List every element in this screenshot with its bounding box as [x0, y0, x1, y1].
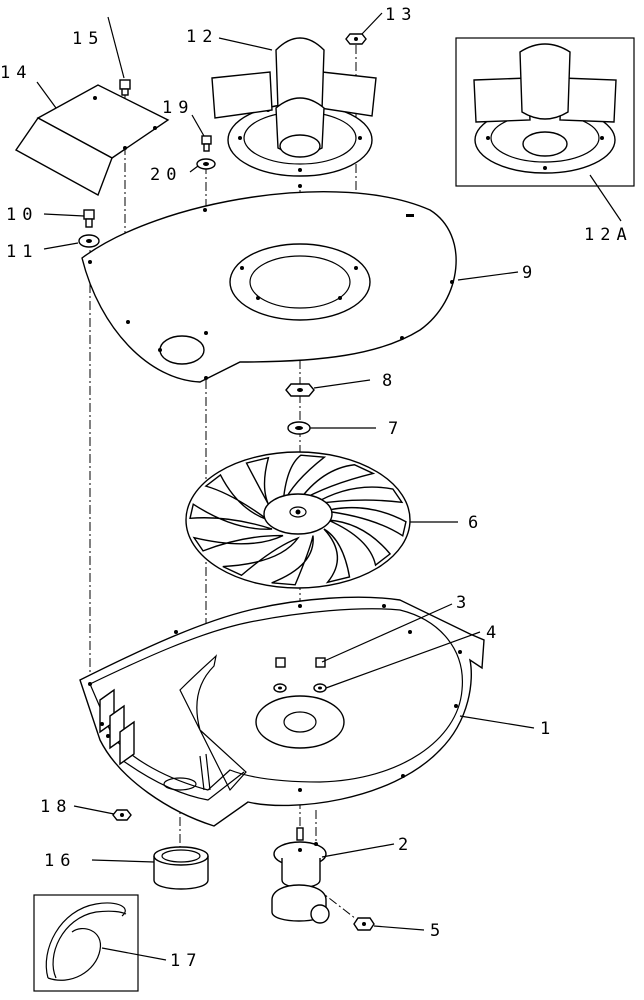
impeller-blade: [327, 519, 392, 567]
callout-6: 6: [468, 513, 484, 533]
impeller-blade: [189, 503, 273, 530]
callout-11: 11: [6, 242, 38, 262]
callout-15: 15: [72, 29, 104, 49]
callout-16: 16: [44, 851, 76, 871]
callout-10: 10: [6, 205, 38, 225]
impeller-blade: [297, 464, 376, 503]
part-2-motor: [271, 827, 330, 924]
part-7-washer: [287, 421, 311, 435]
callout-3: 3: [456, 593, 472, 613]
impeller-blade: [271, 535, 314, 586]
callout-4: 4: [486, 623, 502, 643]
impeller-blade: [323, 506, 407, 537]
impeller-blade: [204, 473, 269, 521]
part-11-washer: [78, 234, 100, 248]
callout-18: 18: [40, 797, 72, 817]
part-15-bolt: [119, 79, 131, 96]
part-18-nut: [112, 809, 132, 821]
part-4-washers: [273, 683, 327, 693]
part-19-bolt: [201, 135, 212, 152]
callout-14: 14: [0, 63, 32, 83]
impeller-blade: [245, 456, 273, 512]
callout-17: 17: [170, 951, 202, 971]
inset-12a-alt-spout: [455, 37, 635, 187]
impeller-blade: [312, 486, 404, 506]
impeller-blade: [192, 534, 284, 552]
impeller-blade: [282, 454, 327, 505]
callout-12: 12: [186, 27, 218, 47]
callout-8: 8: [382, 371, 398, 391]
part-14-cover-plate: [14, 84, 170, 197]
part-8-nut: [285, 383, 315, 397]
part-16-bearing: [153, 846, 209, 890]
callout-1: 1: [540, 719, 556, 739]
callout-12a: 12A: [584, 225, 633, 245]
callout-13: 13: [385, 5, 417, 25]
callout-7: 7: [388, 419, 404, 439]
part-20-washer: [196, 158, 216, 170]
callout-5: 5: [430, 921, 446, 941]
part-3-bolts: [275, 657, 326, 668]
part-6-impeller: [185, 451, 411, 589]
impeller-blade: [323, 528, 351, 584]
part-9-top-plate: [81, 184, 457, 383]
part-1-lower-housing: [79, 596, 485, 827]
impeller-blade: [222, 536, 300, 577]
callout-19: 19: [162, 98, 194, 118]
callout-20: 20: [150, 165, 182, 185]
part-13-nut: [345, 33, 367, 45]
part-10-bolt: [83, 209, 95, 228]
part-12-spout: [211, 37, 377, 177]
part-5-nut: [353, 917, 375, 931]
callout-labels: 15 12 13 14 19 20 10 11 12A 9 8 7 6 3 4 …: [0, 5, 633, 971]
callout-9: 9: [522, 263, 538, 283]
inset-17-cable: [33, 894, 139, 992]
callout-2: 2: [398, 835, 414, 855]
leader-lines: [36, 12, 622, 961]
